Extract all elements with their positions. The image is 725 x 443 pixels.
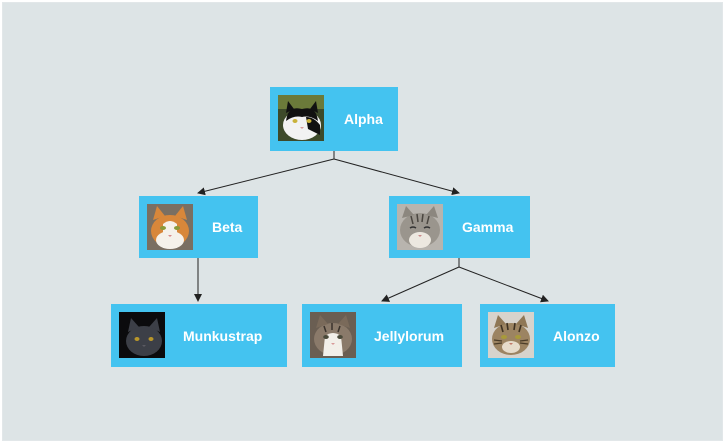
node-label: Gamma <box>462 219 514 235</box>
grey-tabby-cat-photo <box>397 204 443 250</box>
node-label: Beta <box>212 219 243 235</box>
connectors-layer <box>194 151 549 303</box>
node-label: Jellylorum <box>374 327 445 344</box>
grey-cat-photo <box>119 312 165 358</box>
brown-tabby-cat-photo <box>488 312 534 358</box>
node-beta[interactable]: Beta <box>139 196 258 258</box>
edge-gamma-alonzo <box>458 266 549 303</box>
node-alonzo[interactable]: Alonzo <box>480 304 615 367</box>
edge-gamma-jellylorum <box>381 258 460 302</box>
orange-and-white-cat-photo <box>147 204 193 250</box>
node-label: Alonzo <box>553 327 600 344</box>
edge-alpha-beta <box>197 151 335 196</box>
node-jellylorum[interactable]: Jellylorum <box>302 304 462 367</box>
edge-alpha-gamma <box>333 158 460 196</box>
black-and-white-cat-photo <box>278 95 324 141</box>
node-gamma[interactable]: Gamma <box>389 196 530 258</box>
node-munkustrap[interactable]: Munkustrap <box>111 304 287 367</box>
tabby-and-white-cat-photo <box>310 312 356 358</box>
node-label: Munkustrap <box>183 327 263 344</box>
node-alpha[interactable]: Alpha <box>270 87 398 151</box>
node-label: Alpha <box>344 111 383 127</box>
